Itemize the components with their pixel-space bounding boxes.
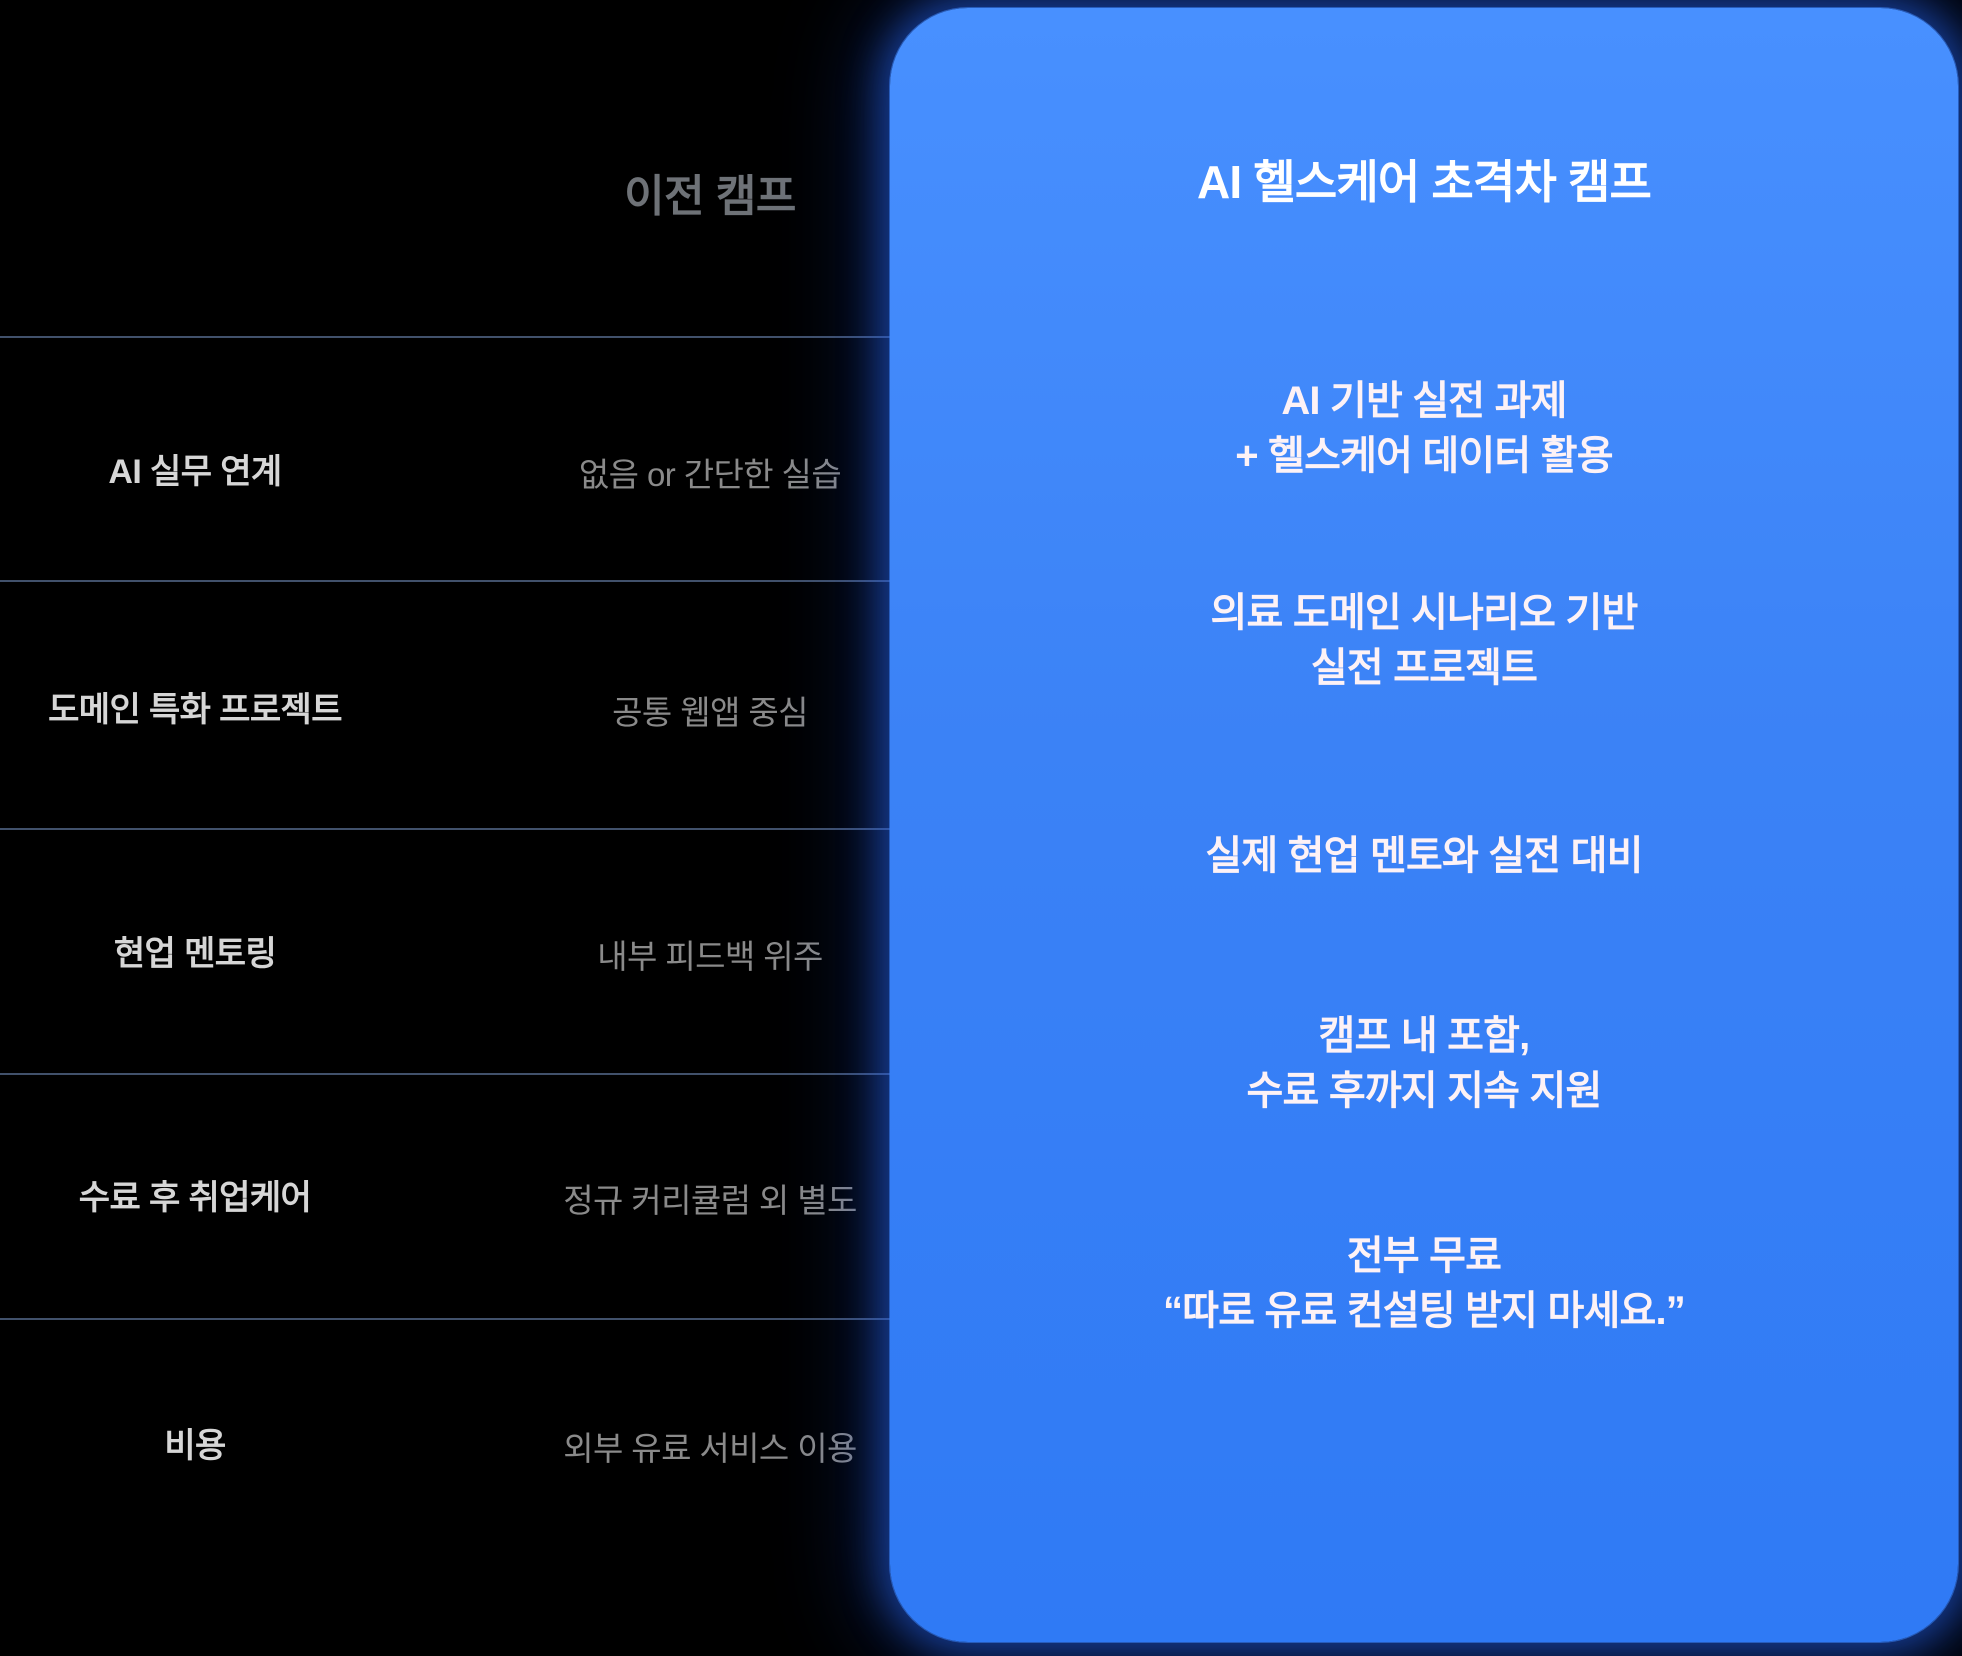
- row-divider: [0, 1318, 945, 1320]
- highlight-card-cell-line2: “따로 유료 컨설팅 받지 마세요.”: [1163, 1289, 1686, 1334]
- row-divider: [0, 580, 945, 582]
- row-divider: [0, 1073, 945, 1075]
- highlight-card-cell: 전부 무료 “따로 유료 컨설팅 받지 마세요.”: [950, 1229, 1898, 1339]
- highlight-card-title: AI 헬스케어 초격차 캠프: [1196, 156, 1652, 208]
- highlight-card-glow: AI 헬스케어 초격차 캠프 AI 기반 실전 과제 + 헬스케어 데이터 활용…: [890, 8, 1958, 1642]
- table-row-previous-value: 없음 or 간단한 실습: [578, 456, 842, 493]
- highlight-card-cell: AI 기반 실전 과제 + 헬스케어 데이터 활용: [950, 374, 1898, 484]
- highlight-card-cell-line2: 실전 프로젝트: [1310, 646, 1538, 691]
- table-row-feature-label: AI 실무 연계: [108, 453, 282, 491]
- table-row-previous-value: 공통 웹앱 중심: [612, 694, 808, 731]
- previous-camp-column-header: 이전 캠프: [624, 172, 796, 221]
- table-row-previous-value: 내부 피드백 위주: [597, 938, 823, 975]
- highlight-card-cell-line1: 의료 도메인 시나리오 기반: [1210, 591, 1639, 635]
- highlight-card-cell: 실제 현업 멘토와 실전 대비: [950, 829, 1898, 884]
- row-divider: [0, 336, 945, 338]
- row-divider: [0, 828, 945, 830]
- highlight-card-cell-line1: AI 기반 실전 과제: [1281, 379, 1567, 423]
- highlight-card-cell-line1: 캠프 내 포함,: [1318, 1014, 1531, 1058]
- highlight-card-cell-line2: + 헬스케어 데이터 활용: [1235, 434, 1613, 479]
- table-row-feature-label: 수료 후 취업케어: [78, 1179, 312, 1217]
- table-row-previous-value: 외부 유료 서비스 이용: [563, 1430, 857, 1467]
- highlight-card-cell-line1: 전부 무료: [1346, 1234, 1502, 1278]
- highlight-card-cell: 의료 도메인 시나리오 기반 실전 프로젝트: [950, 586, 1898, 696]
- highlight-card-cell: 캠프 내 포함, 수료 후까지 지속 지원: [950, 1009, 1898, 1119]
- table-row-feature-label: 도메인 특화 프로젝트: [48, 691, 342, 729]
- table-row-feature-label: 현업 멘토링: [113, 935, 277, 973]
- table-row-feature-label: 비용: [164, 1427, 226, 1465]
- highlight-card: AI 헬스케어 초격차 캠프 AI 기반 실전 과제 + 헬스케어 데이터 활용…: [950, 74, 1898, 1576]
- highlight-card-cell-line2: 수료 후까지 지속 지원: [1246, 1069, 1603, 1114]
- table-row-previous-value: 정규 커리큘럼 외 별도: [563, 1182, 857, 1219]
- highlight-card-cell-line1: 실제 현업 멘토와 실전 대비: [1205, 834, 1643, 878]
